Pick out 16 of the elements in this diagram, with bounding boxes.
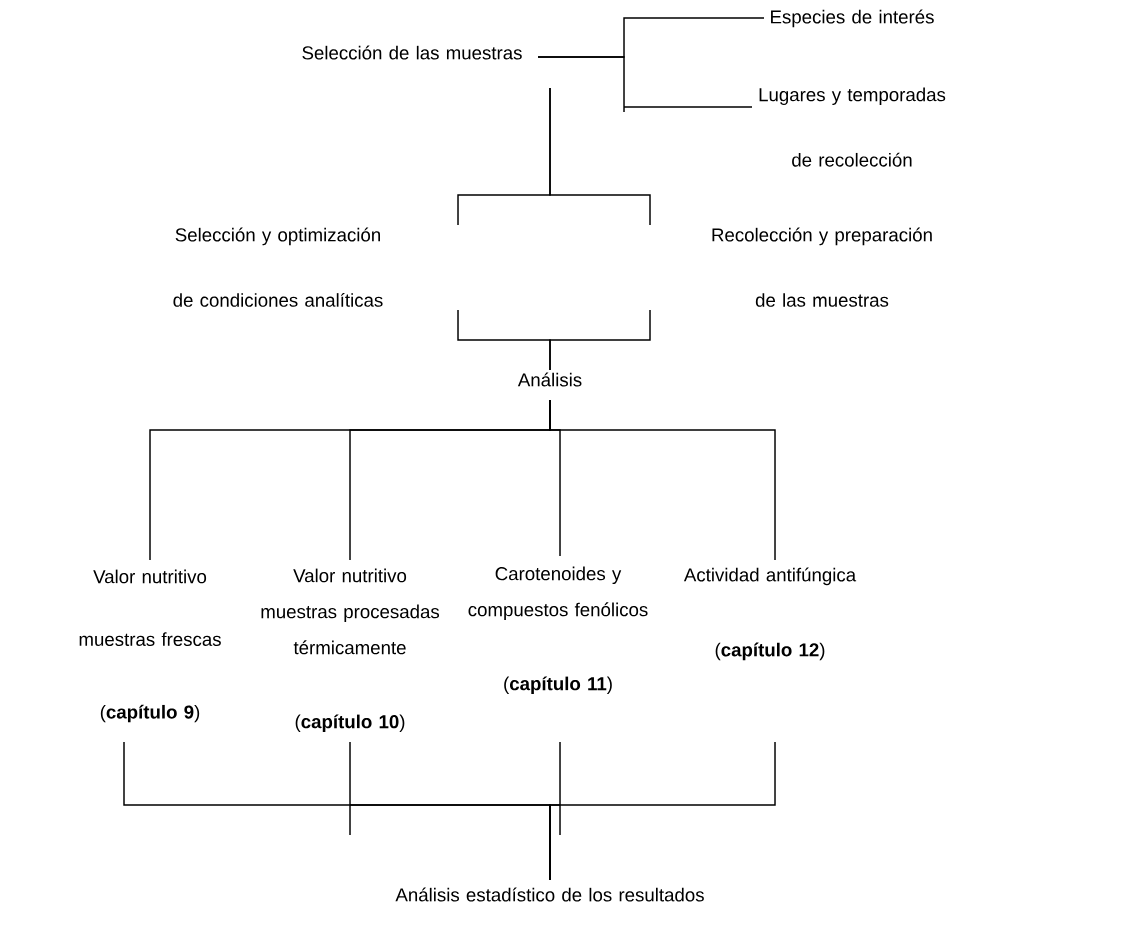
connector-line bbox=[549, 309, 651, 371]
connector-line bbox=[549, 87, 651, 226]
text-label: Valor nutritivo muestras frescas (capítulo 9) bbox=[79, 569, 221, 723]
text-label: Selección y optimización de condiciones analíticas bbox=[173, 227, 383, 307]
connector-line bbox=[537, 56, 753, 113]
text-label: Actividad antifúngica (capítulo 12) bbox=[683, 567, 857, 661]
connector-line bbox=[549, 399, 776, 561]
text-label: Análisis estadístico de los resultados bbox=[395, 887, 704, 902]
text-label: Valor nutritivo muestras procesadas térmicamente (capítulo 10) bbox=[261, 568, 440, 732]
text-label: Especies de interés bbox=[771, 9, 934, 28]
text-label: Recolección y preparación de las muestras bbox=[712, 227, 932, 307]
text-label: Lugares y temporadas de recolección bbox=[759, 87, 946, 167]
connector-line bbox=[549, 741, 776, 881]
text-label: Análisis bbox=[517, 372, 582, 387]
text-label: Selección de las muestras bbox=[302, 45, 522, 60]
text-label: Carotenoides y compuestos fenólicos (capítulo 11) bbox=[468, 566, 648, 694]
